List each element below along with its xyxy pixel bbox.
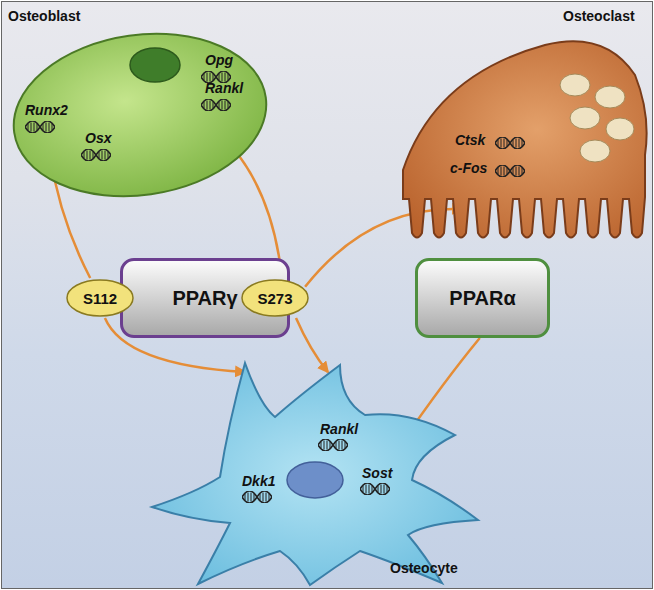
- dna-icon: [242, 491, 272, 503]
- node-label: S112: [83, 290, 117, 307]
- dna-icon: [25, 121, 55, 133]
- node-label: PPARα: [449, 287, 515, 310]
- nucleus: [287, 462, 343, 498]
- cell-outline: [3, 18, 277, 212]
- gene-label: Osx: [85, 130, 111, 146]
- dna-icon: [360, 483, 390, 495]
- node-shape: [395, 5, 650, 245]
- osteocyte-cell: RanklDkk1 SostOsteocyte: [150, 355, 480, 588]
- site-ellipse: S273: [240, 278, 310, 318]
- node-shape: [150, 355, 480, 588]
- node-label: S273: [257, 290, 292, 307]
- dna-icon: [318, 439, 348, 451]
- cell-outline: [152, 363, 478, 585]
- gene-label: Dkk1: [242, 473, 275, 489]
- ellipse-outline: [242, 280, 308, 316]
- cell-name: Osteoclast: [563, 8, 635, 24]
- gene-label: Runx2: [25, 102, 68, 118]
- site-ellipse: S112: [65, 278, 135, 318]
- arrow-connector: [296, 318, 328, 372]
- dna-icon: [495, 165, 525, 177]
- gene-label: c-Fos: [450, 160, 487, 176]
- osteoblast-cell: OsteoblastOpgRanklRunx2Osx: [5, 5, 270, 200]
- osteoclast-cell: OsteoclastCtsk c-Fos: [395, 5, 650, 245]
- cell-outline: [403, 41, 647, 237]
- nucleus: [580, 140, 610, 162]
- dna-icon: [495, 137, 525, 149]
- cell-name: Osteoblast: [8, 8, 80, 24]
- node-label: PPARγ: [172, 287, 237, 310]
- dna-icon: [81, 149, 111, 161]
- nucleus: [595, 86, 625, 108]
- ellipse-outline: [67, 280, 133, 316]
- nucleus: [560, 74, 590, 96]
- gene-label: Rankl: [205, 80, 243, 96]
- cell-name: Osteocyte: [390, 560, 458, 576]
- gene-label: Rankl: [320, 421, 358, 437]
- gene-label: Sost: [362, 465, 392, 481]
- dna-icon: [201, 99, 231, 111]
- nucleus: [570, 107, 600, 129]
- nucleus: [130, 48, 180, 82]
- gene-label: Ctsk: [455, 132, 485, 148]
- nucleus: [606, 118, 634, 140]
- receptor-box: PPARα: [415, 258, 550, 338]
- gene-label: Opg: [205, 52, 233, 68]
